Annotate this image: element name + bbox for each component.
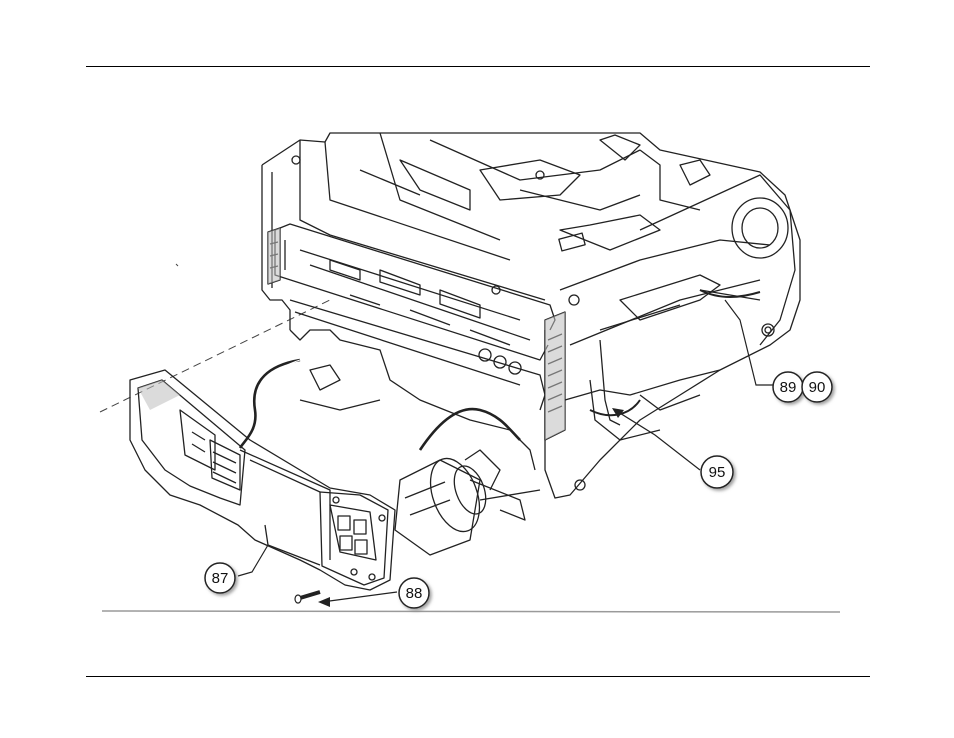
callout-90-label: 90	[809, 379, 826, 396]
arrow-88	[318, 597, 330, 607]
callout-88-label: 88	[406, 585, 423, 602]
screw-part-88	[295, 592, 320, 603]
ground-line	[102, 611, 840, 612]
front-bezel-panel	[130, 370, 395, 590]
leader-89	[725, 300, 774, 385]
motor-assembly	[395, 450, 540, 555]
arrowheads	[318, 408, 624, 607]
leader-lines	[238, 300, 774, 602]
callout-95-label: 95	[709, 464, 726, 481]
callout-87-label: 87	[212, 570, 229, 587]
callout-89-label: 89	[780, 379, 797, 396]
main-chassis	[240, 133, 800, 498]
stray-tick	[176, 264, 178, 266]
shaded-regions	[138, 228, 565, 440]
leader-88	[322, 592, 397, 602]
leader-87	[238, 545, 268, 576]
alignment-dashed-line	[100, 300, 330, 412]
leader-95	[615, 410, 700, 470]
